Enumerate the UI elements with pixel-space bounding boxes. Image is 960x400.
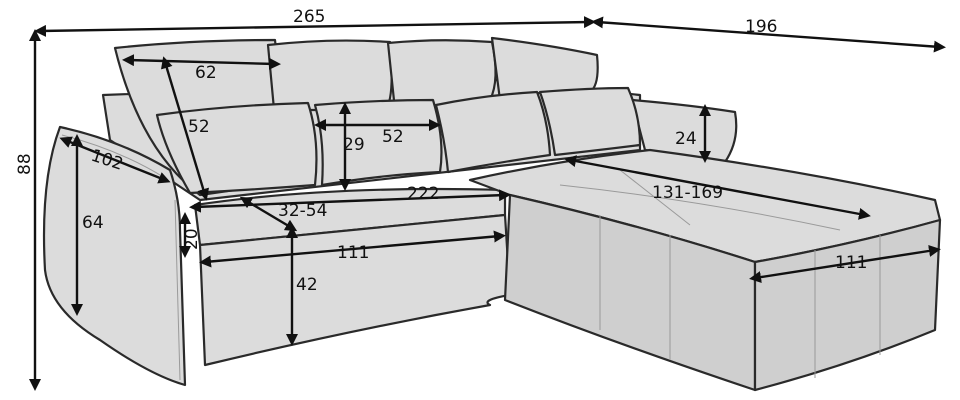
sofa-body [42, 36, 942, 392]
label-armrest-height: 64 [82, 213, 104, 233]
pillow [538, 86, 642, 157]
label-seat-height: 42 [296, 275, 318, 295]
dimension-labels: 265 196 88 102 64 62 52 52 29 24 222 131… [15, 7, 867, 295]
dim-line-seat-depth [239, 196, 298, 232]
label-chaise-width: 111 [835, 253, 867, 273]
label-front-width: 111 [337, 243, 369, 263]
label-chaise-length: 131-169 [652, 183, 723, 203]
label-total-height: 88 [15, 153, 35, 175]
label-armrest-thickness: 20 [182, 228, 202, 250]
label-seat-width: 222 [407, 184, 439, 204]
label-pillow-width: 52 [382, 127, 404, 147]
label-back-cushion-width: 62 [195, 63, 217, 83]
dim-line-chaise-width [749, 244, 941, 284]
dim-line-total-width [34, 16, 596, 37]
label-total-width: 265 [293, 7, 325, 27]
label-chaise-depth: 196 [745, 17, 777, 37]
label-chaise-armrest-height: 24 [675, 129, 697, 149]
dim-line-chaise-depth [591, 16, 946, 53]
pillow [313, 98, 443, 187]
label-seat-depth: 32-54 [278, 201, 327, 221]
label-pillow-height: 29 [343, 135, 365, 155]
label-back-cushion-height: 52 [188, 117, 210, 137]
pillow [434, 90, 552, 174]
dim-line-front-width [199, 230, 506, 268]
dim-line-chaise-length [564, 155, 871, 220]
dim-line-back-cushion-height [160, 56, 210, 201]
dimension-lines [29, 16, 946, 391]
